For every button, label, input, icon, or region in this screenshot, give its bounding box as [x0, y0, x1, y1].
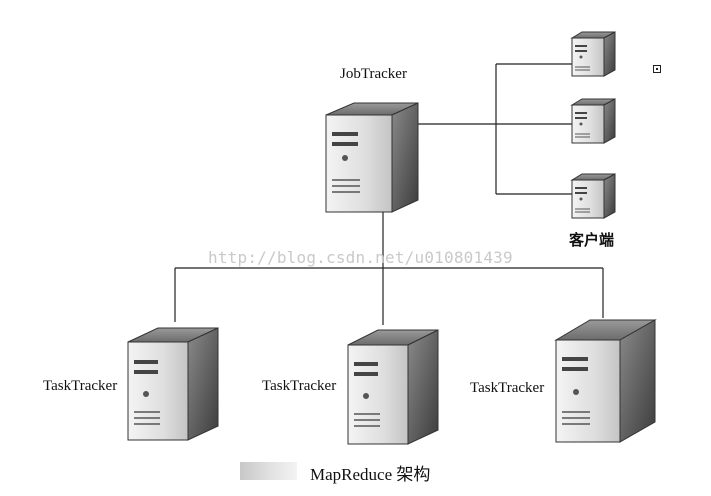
clients-label: 客户端	[569, 233, 615, 249]
connections	[174, 63, 604, 325]
tasktracker-1-label: TaskTracker	[43, 378, 118, 394]
tasktracker-server-icon	[127, 327, 219, 441]
tasktracker-2-label: TaskTracker	[262, 378, 337, 394]
jobtracker-server-icon	[325, 102, 419, 213]
watermark-url: http://blog.csdn.net/u010801439	[208, 248, 513, 267]
jobtracker-label: JobTracker	[340, 66, 407, 82]
tasktracker-server-icon	[347, 329, 439, 445]
client-server-icon	[570, 98, 616, 144]
client-server-icon	[570, 173, 616, 219]
small-square-marker-icon	[653, 65, 661, 73]
tasktracker-3-label: TaskTracker	[470, 380, 545, 396]
blurred-figure-number	[240, 462, 297, 480]
client-server-icon	[570, 31, 616, 77]
figure-caption: MapReduce 架构	[310, 465, 431, 484]
tasktracker-server-icon	[554, 319, 657, 443]
